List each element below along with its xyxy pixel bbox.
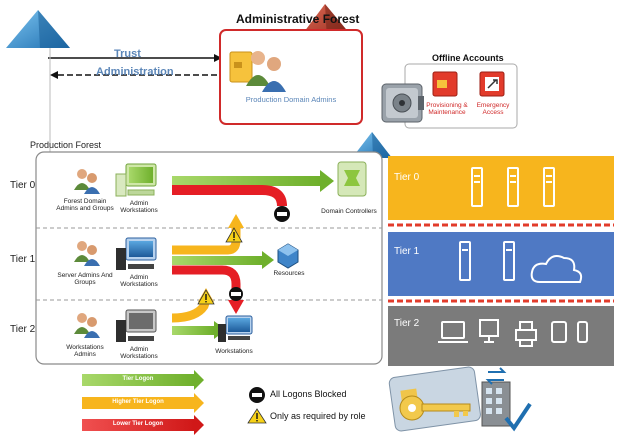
legend-blocked-icon [249, 387, 265, 403]
tier-1-lower-arrowhead [228, 300, 244, 314]
provisioning-label: Provisioning & Maintenance [426, 102, 468, 117]
server-icon [471, 167, 555, 207]
trust-arrow [48, 54, 222, 62]
tier-2-band-label: Tier 2 [394, 318, 420, 329]
blocked-icon [229, 287, 243, 301]
user-group-icon [74, 241, 100, 266]
tier-0-target-label: Domain Controllers [321, 208, 377, 215]
blocked-icon [274, 206, 290, 222]
safe-icon [381, 83, 424, 123]
tier-0-lower-arrow [172, 185, 287, 207]
trust-label: Trust [114, 48, 141, 60]
cloud-icon [530, 255, 583, 283]
user-group-icon [74, 313, 100, 338]
app-server-icon [459, 241, 515, 281]
legend-tier-logon-arrow [82, 370, 204, 390]
tier-1-lower-arrow [172, 265, 241, 300]
tier-2-group-label: Workstations Admins [66, 344, 104, 359]
workstation-icon [218, 315, 253, 342]
warning-icon [225, 227, 243, 243]
admin-forest-group-label: Production Domain Admins [245, 95, 337, 104]
monitor-icon [479, 319, 499, 343]
workstation-icon [115, 163, 157, 197]
tier-2-workstation-label: Admin Workstations [120, 346, 158, 361]
smartcard-key-icon [388, 366, 481, 432]
tier-2-band [388, 306, 614, 366]
tier-1-label: Tier 1 [10, 254, 36, 265]
user-group-icon [74, 169, 100, 194]
legend-lower-tier-arrow [82, 415, 204, 435]
tier-1-band-label: Tier 1 [394, 246, 420, 257]
offline-accounts-title: Offline Accounts [432, 53, 504, 63]
tier-1-target-label: Resources [273, 270, 305, 277]
tier-0-band [388, 156, 614, 220]
provisioning-card-icon [432, 71, 458, 97]
legend-higher-tier-label: Higher Tier Logon [112, 399, 164, 405]
laptop-icon [438, 321, 468, 343]
page-title: Administrative Forest [236, 12, 360, 26]
legend-tier-logon-label: Tier Logon [122, 376, 154, 382]
tablet-icon [551, 321, 567, 343]
tier-2-target-label: Workstations [215, 348, 253, 355]
production-forest-title: Production Forest [30, 140, 102, 150]
tier-1-workstation-label: Admin Workstations [120, 274, 158, 289]
tier-0-group-label: Forest Domain Admins and Groups [56, 198, 114, 213]
pyramid-blue-icon [6, 10, 70, 48]
tier-0-label: Tier 0 [10, 180, 36, 191]
tier-0-workstation-label: Admin Workstations [120, 200, 158, 215]
domain-controller-icon [337, 161, 367, 197]
tier-0-logon-arrow [172, 170, 334, 192]
smartcard-user-icon [229, 51, 286, 92]
emergency-access-icon [479, 71, 505, 97]
building-icon [481, 367, 532, 432]
administration-arrow [50, 71, 222, 79]
tier-1-band [388, 232, 614, 296]
tier-2-label: Tier 2 [10, 324, 36, 335]
administration-label: Administration [96, 66, 174, 78]
tier-1-logon-arrow [172, 251, 274, 269]
workstation-icon [116, 309, 157, 342]
resources-icon [277, 243, 299, 269]
warning-icon [197, 289, 215, 305]
legend-blocked-label: All Logons Blocked [270, 389, 347, 399]
tier-1-group-label: Server Admins And Groups [57, 272, 113, 287]
legend-lower-tier-label: Lower Tier Logon [112, 421, 164, 427]
printer-icon [515, 321, 537, 347]
legend-higher-tier-arrow [82, 393, 204, 413]
tier-0-band-label: Tier 0 [394, 172, 420, 183]
workstation-icon [116, 237, 157, 270]
legend-only-required-label: Only as required by role [270, 411, 366, 421]
legend-warning-icon [247, 408, 267, 424]
phone-icon [577, 321, 588, 343]
emergency-access-label: Emergency Access [476, 102, 510, 117]
